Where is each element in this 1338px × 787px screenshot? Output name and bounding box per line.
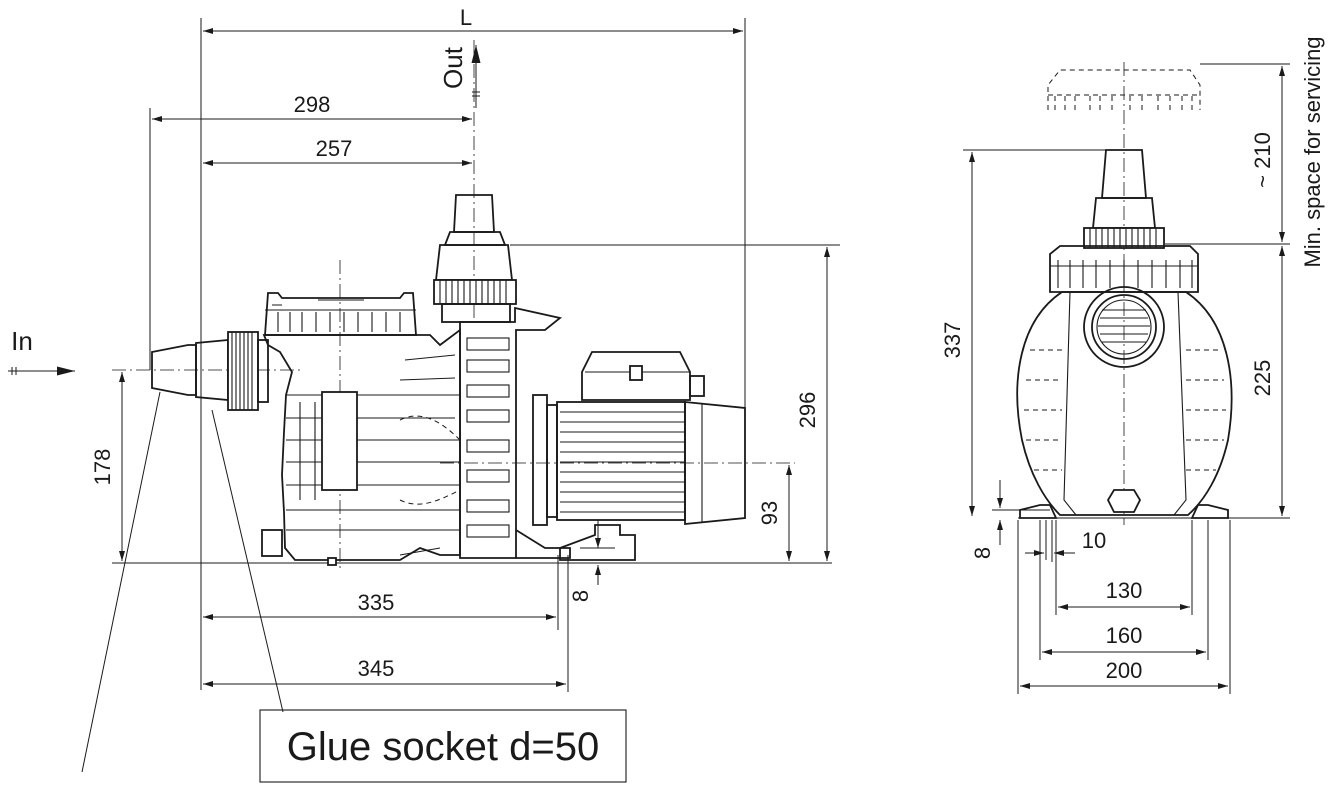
dim-8-front: 8: [970, 547, 995, 559]
glue-socket-note: Glue socket d=50: [259, 709, 627, 783]
dim-345: 345: [358, 656, 395, 681]
front-body: [1016, 286, 1233, 516]
drain-plug-bottom: [327, 557, 337, 566]
motor: [532, 351, 746, 561]
dim-10: 10: [1082, 528, 1106, 553]
dim-298: 298: [294, 92, 331, 117]
drain-plug-left: [261, 529, 283, 557]
dim-210: ~ 210: [1250, 132, 1275, 188]
dim-93: 93: [757, 501, 782, 525]
dim-335: 335: [358, 590, 395, 615]
dim-337: 337: [940, 322, 965, 359]
removed-lid-phantom: [1047, 69, 1201, 110]
side-dimensions: L 298 257 Out In 178 296: [8, 5, 840, 773]
inlet-port: [1083, 286, 1165, 368]
prefilter-lid: [264, 292, 417, 336]
glue-socket-label: Glue socket d=50: [287, 725, 599, 769]
dim-130: 130: [1106, 578, 1143, 603]
dim-225: 225: [1250, 360, 1275, 397]
motor-bracket: [459, 306, 571, 559]
housing-grip: [321, 391, 358, 491]
side-view: L 298 257 Out In 178 296: [8, 5, 840, 783]
outlet-label: Out: [438, 46, 468, 89]
front-feet: [1018, 504, 1230, 519]
front-outlet: [1083, 149, 1165, 249]
pump-housing: [262, 328, 461, 561]
dim-length-label: L: [460, 5, 472, 30]
dim-200: 200: [1106, 658, 1143, 683]
dim-296: 296: [795, 392, 820, 429]
inlet-label: In: [11, 326, 33, 356]
dim-178: 178: [90, 449, 115, 486]
front-lid: [1049, 245, 1199, 293]
inlet-union: [151, 331, 269, 411]
front-drain-plug: [1106, 489, 1142, 513]
front-dimensions: 337 ~ 210 225 Min. space for servicing 8…: [940, 36, 1325, 694]
dim-8-side: 8: [568, 590, 593, 602]
dim-160: 160: [1106, 623, 1143, 648]
dim-257: 257: [316, 136, 353, 161]
front-view: 337 ~ 210 225 Min. space for servicing 8…: [940, 36, 1325, 694]
outlet-union: [433, 194, 517, 323]
servicing-label: Min. space for servicing: [1300, 36, 1325, 267]
